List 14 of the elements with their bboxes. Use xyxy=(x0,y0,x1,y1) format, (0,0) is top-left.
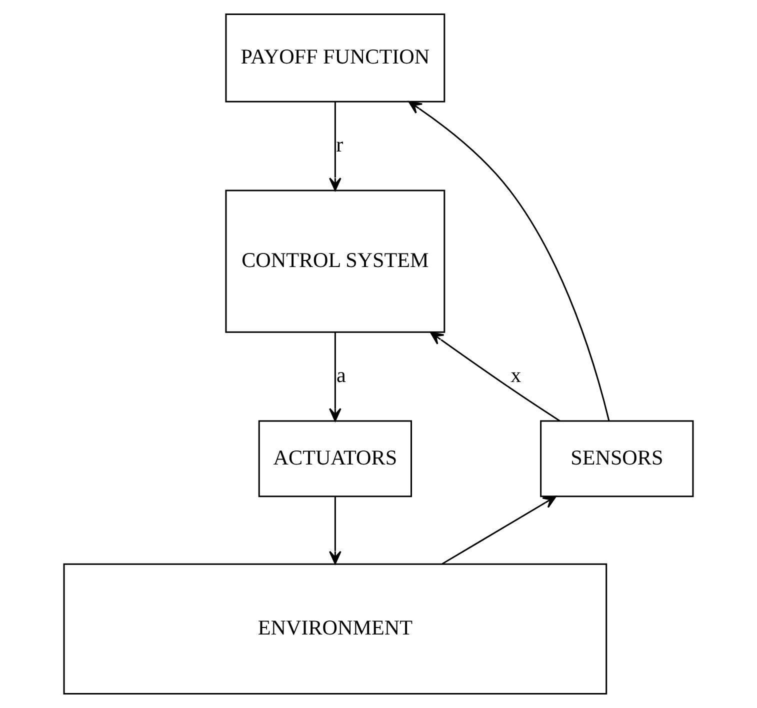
arrow xyxy=(329,496,342,564)
edge-label: a xyxy=(336,363,346,388)
node-box: CONTROL SYSTEM xyxy=(225,190,446,333)
arrow xyxy=(442,496,557,565)
node-box: SENSORS xyxy=(540,420,694,498)
node-box: ACTUATORS xyxy=(258,420,412,498)
node-box: PAYOFF FUNCTION xyxy=(225,14,446,102)
node-box: ENVIRONMENT xyxy=(63,563,608,694)
arrow xyxy=(329,102,342,191)
arrow xyxy=(430,332,560,422)
edge-label: r xyxy=(336,132,344,157)
arrow xyxy=(329,332,342,422)
arrow xyxy=(408,100,610,422)
edge-label: x xyxy=(510,363,522,388)
